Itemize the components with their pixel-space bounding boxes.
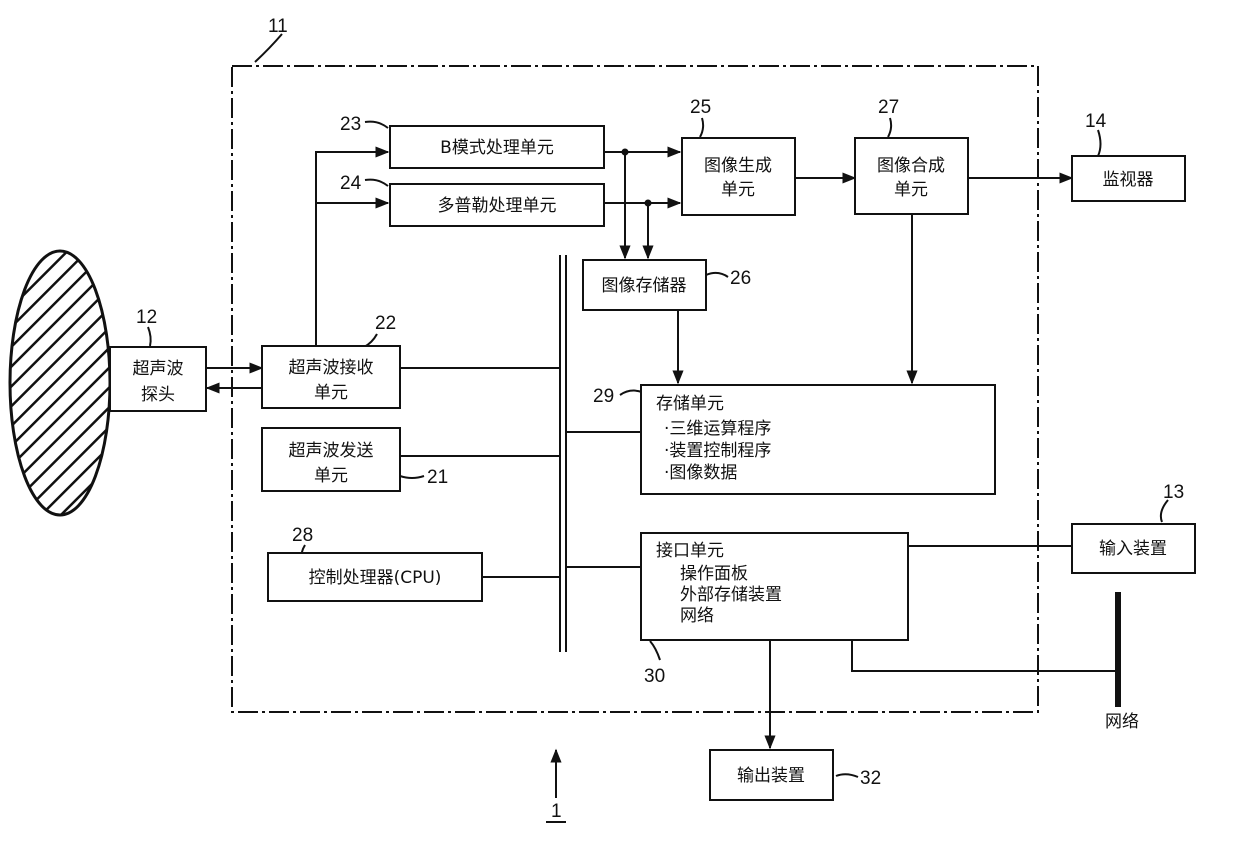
storage-title: 存储单元 (656, 394, 724, 414)
ref-13: 13 (1163, 482, 1184, 503)
ref-32: 32 (860, 768, 881, 789)
image-synth-label-2: 单元 (894, 180, 928, 200)
interface-item-2: 外部存储装置 (680, 585, 782, 605)
image-gen-label-1: 图像生成 (704, 156, 772, 176)
doppler-label: 多普勒处理单元 (438, 196, 557, 216)
receiver-label-2: 单元 (314, 383, 348, 403)
monitor-label: 监视器 (1103, 170, 1154, 190)
ref-26: 26 (730, 268, 751, 289)
network-label: 网络 (1105, 712, 1139, 732)
probe-label-1: 超声波 (133, 359, 184, 379)
interface-item-1: 操作面板 (680, 564, 748, 584)
ref-22: 22 (375, 313, 396, 334)
transmitter-label-2: 单元 (314, 466, 348, 486)
cpu-label: 控制处理器(CPU) (309, 568, 442, 588)
storage-item-1: ·三维运算程序 (664, 419, 771, 439)
b-mode-label: B模式处理单元 (440, 138, 554, 158)
transmitter-label-1: 超声波发送 (289, 441, 374, 461)
ref-27: 27 (878, 97, 899, 118)
receiver-label-1: 超声波接收 (289, 358, 374, 378)
ref-1: 1 (551, 801, 562, 822)
network-bar (1115, 592, 1121, 707)
interface-title: 接口单元 (656, 541, 724, 561)
ref-24: 24 (340, 173, 362, 194)
storage-item-3: ·图像数据 (664, 463, 737, 483)
ref-25: 25 (690, 97, 711, 118)
ref-30: 30 (644, 666, 665, 687)
ref-11: 11 (268, 16, 288, 37)
subject-body (10, 251, 110, 515)
output-device-label: 输出装置 (737, 766, 805, 786)
ref-29: 29 (593, 386, 614, 407)
storage-item-2: ·装置控制程序 (664, 441, 771, 461)
image-gen-box (682, 138, 795, 215)
ref-28: 28 (292, 525, 313, 546)
ref-14: 14 (1085, 111, 1107, 132)
interface-item-3: 网络 (680, 606, 714, 626)
probe-label-2: 探头 (141, 385, 175, 405)
input-device-label: 输入装置 (1099, 539, 1167, 559)
image-synth-label-1: 图像合成 (877, 156, 945, 176)
ref-21: 21 (427, 467, 448, 488)
image-gen-label-2: 单元 (721, 180, 755, 200)
image-memory-label: 图像存储器 (602, 276, 687, 296)
image-synth-box (855, 138, 968, 214)
ref-12: 12 (136, 307, 157, 328)
ref-23: 23 (340, 114, 361, 135)
